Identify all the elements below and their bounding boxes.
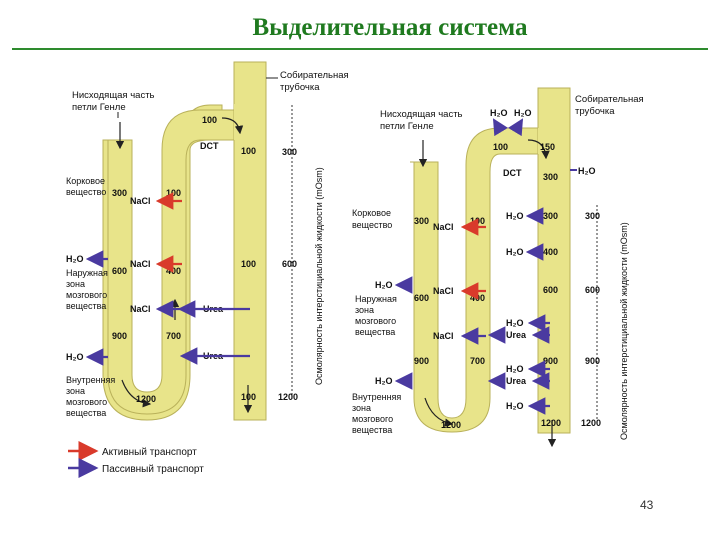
right-outer-label-1: Наружная xyxy=(355,294,397,304)
right-inner-label-3: мозгового xyxy=(352,414,393,424)
left-osm-top-100: 100 xyxy=(202,115,217,125)
left-h2o-1: H₂O xyxy=(66,254,84,264)
left-osm-desc-1200: 1200 xyxy=(136,394,156,404)
right-collecting-label-2: трубочка xyxy=(575,106,615,117)
left-osm-asc-100: 100 xyxy=(166,188,181,198)
right-osm-cd-4: 600 xyxy=(543,285,558,295)
right-h2o-desc-1: H₂O xyxy=(375,280,393,290)
right-axis-300: 300 xyxy=(585,211,600,221)
left-dct-label: DCT xyxy=(200,141,219,151)
left-cortex-label-1: Корковое xyxy=(66,176,105,186)
left-cortex-label-2: вещество xyxy=(66,187,106,197)
right-osm-cd-5: 900 xyxy=(543,356,558,366)
left-nacl-1: NaCl xyxy=(130,196,151,206)
right-h2o-cd-3: H₂O xyxy=(506,247,524,257)
left-osm-cd-1: 100 xyxy=(241,146,256,156)
left-axis-1200: 1200 xyxy=(278,392,298,402)
right-nacl-1: NaCl xyxy=(433,222,454,232)
right-urea-cd-1: Urea xyxy=(506,330,527,340)
left-osm-desc-300: 300 xyxy=(112,188,127,198)
right-outer-label-4: вещества xyxy=(355,327,395,337)
right-h2o-cd-5: H₂O xyxy=(506,364,524,374)
left-descending-limb xyxy=(104,109,237,415)
left-osm-cd-2: 100 xyxy=(241,259,256,269)
right-axis-label: Осмолярность интерстициальной жидкости (… xyxy=(619,222,629,440)
left-osm-desc-900: 900 xyxy=(112,331,127,341)
right-osm-cd-2: 300 xyxy=(543,211,558,221)
right-axis-1200: 1200 xyxy=(581,418,601,428)
right-inner-label-2: зона xyxy=(352,403,371,413)
legend-active-label: Активный транспорт xyxy=(102,447,197,458)
right-osm-asc-400: 400 xyxy=(470,293,485,303)
left-descending-label-1: Нисходящая часть xyxy=(72,90,155,101)
left-inner-label-2: зона xyxy=(66,386,85,396)
left-axis-label: Осмолярность интерстициальной жидкости (… xyxy=(314,167,324,385)
right-nacl-2: NaCl xyxy=(433,286,454,296)
right-inner-label-1: Внутренняя xyxy=(352,392,401,402)
title-divider xyxy=(12,48,708,50)
left-collecting-duct xyxy=(233,61,267,421)
right-urea-cd-2: Urea xyxy=(506,376,527,386)
right-outer-label-3: мозгового xyxy=(355,316,396,326)
right-h2o-cd-4: H₂O xyxy=(506,318,524,328)
right-h2o-top-2: H₂O xyxy=(514,108,532,118)
right-osm-desc-300: 300 xyxy=(414,216,429,226)
left-outer-label-1: Наружная xyxy=(66,268,108,278)
right-h2o-top-1: H₂O xyxy=(490,108,508,118)
left-axis-300: 300 xyxy=(282,147,297,157)
right-h2o-cd-1: H₂O xyxy=(578,166,596,176)
right-osm-desc-600: 600 xyxy=(414,293,429,303)
left-nacl-3: NaCl xyxy=(130,304,151,314)
right-osm-desc-1200: 1200 xyxy=(441,420,461,430)
right-h2o-cd-6: H₂O xyxy=(506,401,524,411)
right-nephron: Нисходящая часть петли Генле Собирательн… xyxy=(352,87,644,448)
page-number: 43 xyxy=(640,498,654,512)
right-cortex-label-2: вещество xyxy=(352,220,392,230)
right-descending-label-2: петли Генле xyxy=(380,121,434,132)
left-osm-cd-3: 100 xyxy=(241,392,256,402)
right-osm-top-100: 100 xyxy=(493,142,508,152)
right-cortex-label-1: Корковое xyxy=(352,208,391,218)
left-nephron: Нисходящая часть петли Генле Собирательн… xyxy=(66,61,349,421)
left-osm-asc-400: 400 xyxy=(166,266,181,276)
right-osm-asc-700: 700 xyxy=(470,356,485,366)
right-osm-cd-6: 1200 xyxy=(541,418,561,428)
left-osm-desc-600: 600 xyxy=(112,266,127,276)
left-collecting-label-1: Собирательная xyxy=(280,70,349,81)
right-axis-900: 900 xyxy=(585,356,600,366)
right-h2o-cd-2: H₂O xyxy=(506,211,524,221)
left-inner-label-4: вещества xyxy=(66,408,106,418)
right-nacl-3: NaCl xyxy=(433,331,454,341)
right-osm-desc-900: 900 xyxy=(414,356,429,366)
left-h2o-2: H₂O xyxy=(66,352,84,362)
right-collecting-label-1: Собирательная xyxy=(575,94,644,105)
right-outer-label-2: зона xyxy=(355,305,374,315)
left-collecting-label-2: трубочка xyxy=(280,82,320,93)
legend-passive-label: Пассивный транспорт xyxy=(102,464,204,475)
right-axis-600: 600 xyxy=(585,285,600,295)
left-inner-label-3: мозгового xyxy=(66,397,107,407)
right-osm-cd-3: 400 xyxy=(543,247,558,257)
right-descending-label-1: Нисходящая часть xyxy=(380,109,463,120)
right-osm-cd-1: 300 xyxy=(543,172,558,182)
left-outer-label-4: вещества xyxy=(66,301,106,311)
left-outer-label-2: зона xyxy=(66,279,85,289)
left-axis-600: 600 xyxy=(282,259,297,269)
legend: Активный транспорт Пассивный транспорт xyxy=(68,441,204,478)
right-h2o-desc-2: H₂O xyxy=(375,376,393,386)
right-dct-label: DCT xyxy=(503,168,522,178)
left-inner-label-1: Внутренняя xyxy=(66,375,115,385)
left-outer-label-3: мозгового xyxy=(66,290,107,300)
right-osm-asc-100: 100 xyxy=(470,216,485,226)
right-osm-150: 150 xyxy=(540,142,555,152)
left-nacl-2: NaCl xyxy=(130,259,151,269)
slide-title: Выделительная система xyxy=(252,14,528,41)
left-descending-label-2: петли Генле xyxy=(72,102,126,113)
left-osm-asc-700: 700 xyxy=(166,331,181,341)
right-inner-label-4: вещества xyxy=(352,425,392,435)
